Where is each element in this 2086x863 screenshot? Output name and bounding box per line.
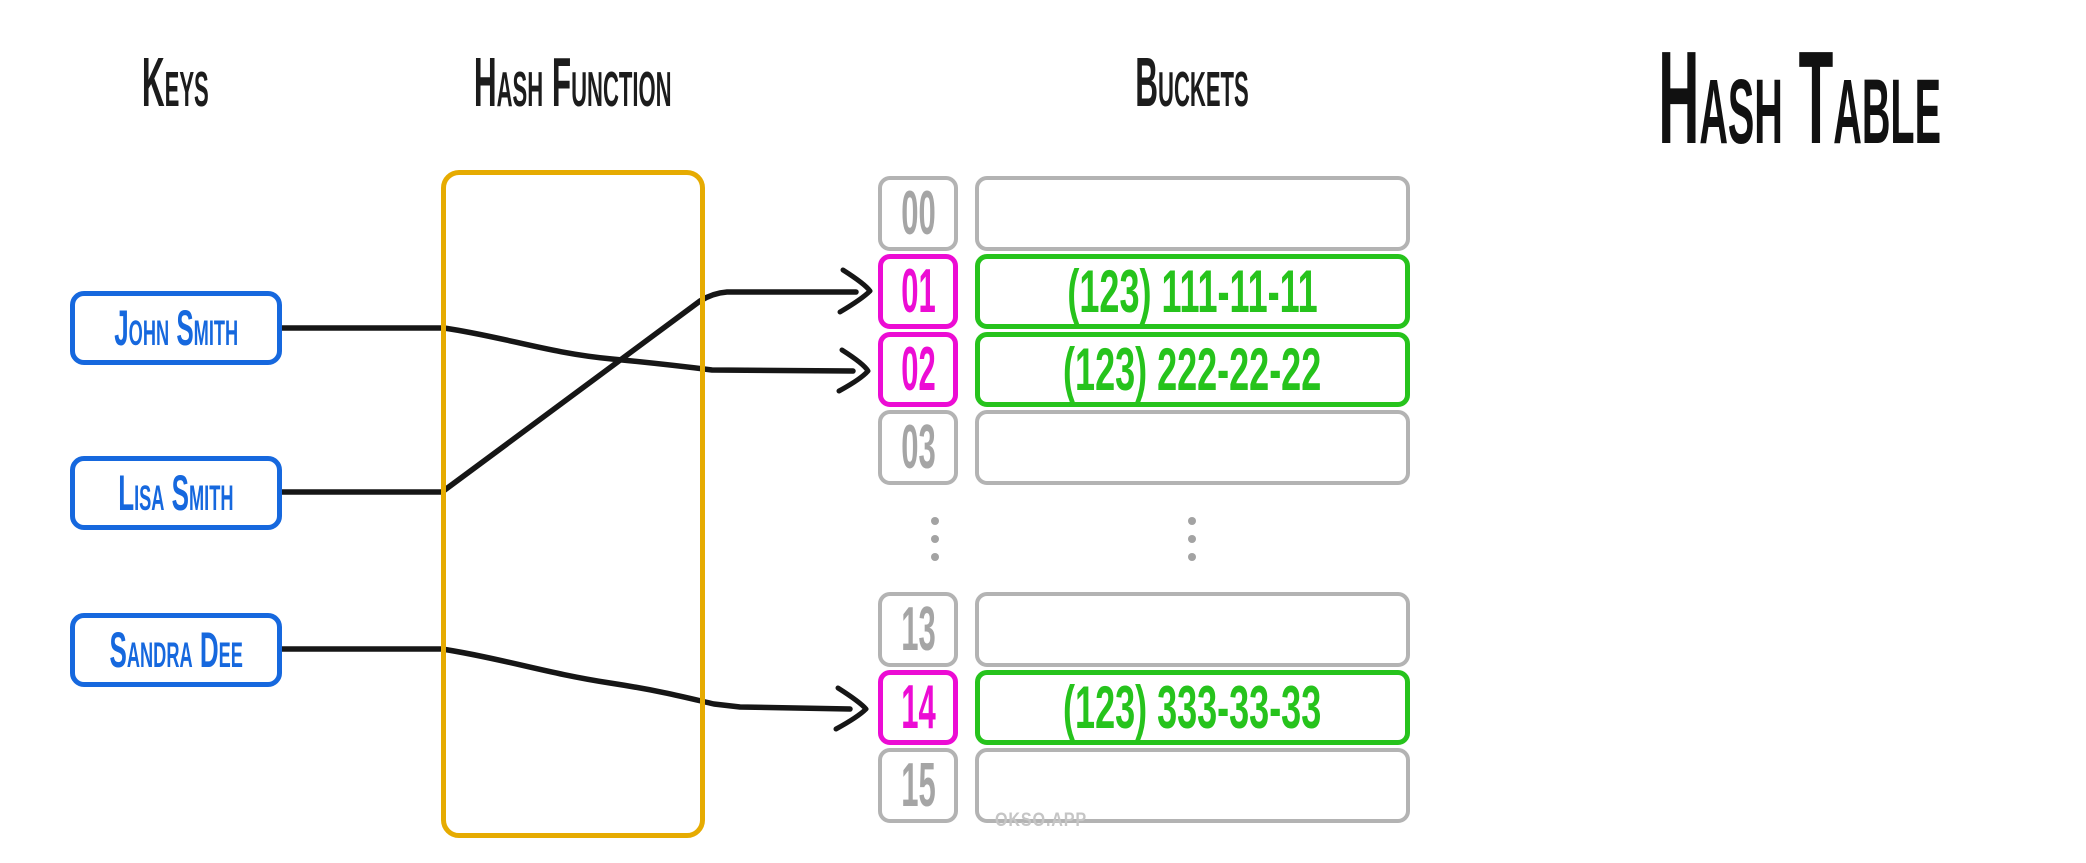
ellipsis-dot-icon: [1188, 517, 1196, 525]
column-header-keys: Keys: [55, 43, 295, 121]
key-box-lisa-smith: Lisa Smith: [70, 456, 282, 530]
diagram-title-label: Hash Table: [1658, 23, 1942, 171]
bucket-index-03: 03: [878, 410, 958, 485]
ellipsis-dot-icon: [931, 553, 939, 561]
bucket-index-label: 14: [900, 673, 936, 742]
ellipsis-value-column: [1188, 517, 1196, 561]
bucket-value-label: (123) 333-33-33: [1063, 674, 1322, 741]
key-label: John Smith: [114, 300, 238, 356]
bucket-index-15: 15: [878, 748, 958, 823]
bucket-value-02: (123) 222-22-22: [975, 332, 1410, 407]
arrowhead-bucket-14-icon: [833, 685, 869, 732]
bucket-index-label: 13: [900, 595, 936, 664]
bucket-index-label: 02: [900, 335, 936, 404]
bucket-value-03: [975, 410, 1410, 485]
bucket-index-label: 01: [900, 257, 936, 326]
ellipsis-dot-icon: [931, 517, 939, 525]
bucket-index-13: 13: [878, 592, 958, 667]
bucket-value-13: [975, 592, 1410, 667]
key-label: Sandra Dee: [109, 622, 243, 678]
hash-function-header-label: Hash Function: [474, 43, 672, 121]
bucket-value-01: (123) 111-11-11: [975, 254, 1410, 329]
bucket-value-14: (123) 333-33-33: [975, 670, 1410, 745]
hash-function-box: [441, 170, 705, 838]
watermark-label: OKSO.APP: [995, 810, 1088, 831]
ellipsis-index-column: [931, 517, 939, 561]
key-box-sandra-dee: Sandra Dee: [70, 613, 282, 687]
diagram-title: Hash Table: [1580, 22, 2020, 172]
buckets-header-label: Buckets: [1135, 43, 1249, 121]
key-box-john-smith: John Smith: [70, 291, 282, 365]
column-header-hash-function: Hash Function: [373, 43, 773, 121]
bucket-index-01: 01: [878, 254, 958, 329]
arrowhead-bucket-01-icon: [837, 267, 873, 315]
ellipsis-dot-icon: [1188, 553, 1196, 561]
bucket-index-02: 02: [878, 332, 958, 407]
bucket-index-label: 00: [900, 179, 936, 248]
bucket-value-00: [975, 176, 1410, 251]
key-label: Lisa Smith: [118, 465, 234, 521]
keys-header-label: Keys: [141, 43, 209, 121]
arrowhead-bucket-02-icon: [836, 347, 871, 394]
bucket-value-label: (123) 111-11-11: [1067, 258, 1318, 325]
bucket-index-label: 03: [900, 413, 936, 482]
bucket-index-14: 14: [878, 670, 958, 745]
bucket-index-00: 00: [878, 176, 958, 251]
watermark-okso-app: OKSO.APP: [995, 810, 1103, 832]
ellipsis-dot-icon: [1188, 535, 1196, 543]
bucket-value-15: [975, 748, 1410, 823]
ellipsis-dot-icon: [931, 535, 939, 543]
bucket-value-label: (123) 222-22-22: [1063, 336, 1322, 403]
bucket-index-label: 15: [900, 751, 936, 820]
column-header-buckets: Buckets: [992, 43, 1392, 121]
